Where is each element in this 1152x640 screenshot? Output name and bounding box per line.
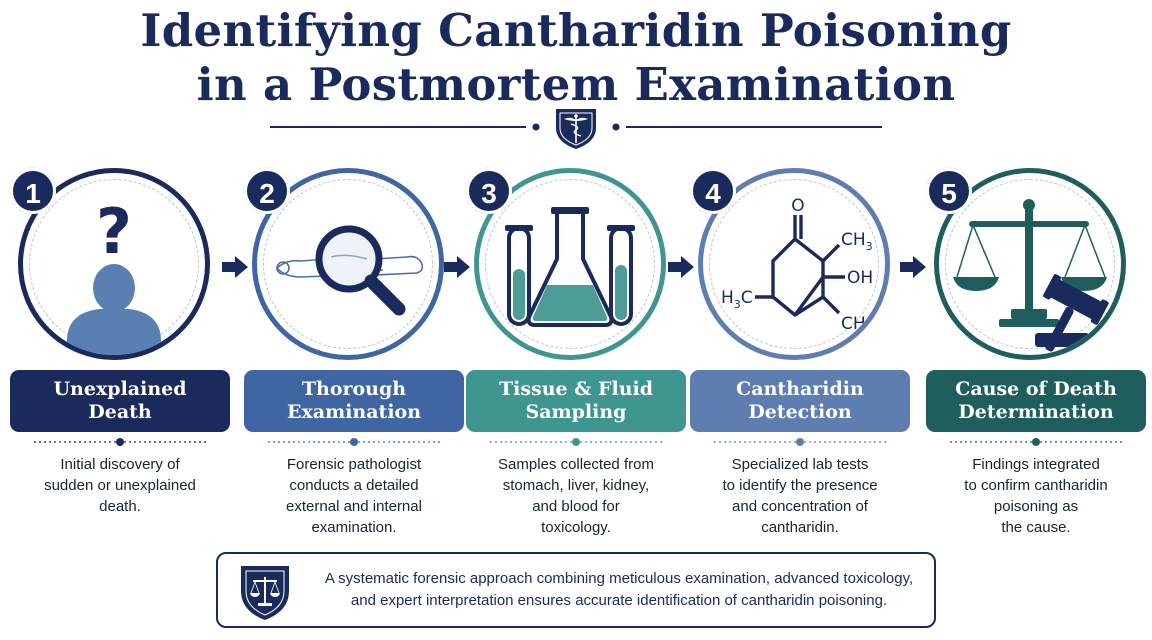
- arrow-right-icon: [666, 254, 696, 280]
- step-1-label-line-1: Unexplained: [53, 378, 187, 400]
- step-4-number: 4: [690, 168, 736, 214]
- step-4-label: Cantharidin Detection: [690, 370, 910, 432]
- step-5-description: Findings integrated to confirm cantharid…: [926, 454, 1146, 538]
- step-3-description: Samples collected from stomach, liver, k…: [466, 454, 686, 538]
- svg-text:?: ?: [96, 195, 132, 268]
- step-5-label: Cause of Death Determination: [926, 370, 1146, 432]
- step-5-desc-line: poisoning as: [993, 498, 1079, 515]
- step-1-number: 1: [10, 168, 56, 214]
- step-4-desc-line: Specialized lab tests: [731, 456, 869, 473]
- scales-gavel-icon: [953, 199, 1109, 352]
- step-2-desc-line: Forensic pathologist: [286, 456, 422, 473]
- step-2-desc-line: external and internal: [286, 498, 422, 515]
- step-2-desc-line: conducts a detailed: [289, 477, 419, 494]
- molecule-oxygen-label: O: [791, 196, 804, 216]
- step-5: 5 Cause of Death Determination Findings …: [926, 168, 1146, 548]
- molecule-ch3-top-label: CH3: [841, 230, 873, 253]
- step-2-label: Thorough Examination: [244, 370, 464, 432]
- chemical-structure-icon: O CH3 OH H3C CH3: [721, 196, 873, 337]
- step-5-desc-line: to confirm cantharidin: [964, 477, 1108, 494]
- step-2-description: Forensic pathologist conducts a detailed…: [244, 454, 464, 538]
- step-4: O CH3 OH H3C CH3 4 Cantharidin Detection…: [690, 168, 910, 548]
- step-4-dotted-rule: [714, 438, 886, 446]
- summary-line-2: and expert interpretation ensures accura…: [350, 592, 888, 609]
- step-1: ? 1 Unexplained Death Initial discovery …: [10, 168, 230, 548]
- title-divider: [270, 109, 882, 149]
- lab-flask-tubes-icon: [505, 207, 635, 327]
- summary-line-1: A systematic forensic approach combining…: [324, 570, 914, 587]
- step-5-number: 5: [926, 168, 972, 214]
- step-4-label-line-1: Cantharidin: [736, 378, 864, 400]
- molecule-h3c-label: H3C: [721, 288, 753, 311]
- step-5-desc-line: the cause.: [1001, 519, 1071, 536]
- arrow-right-icon: [220, 254, 250, 280]
- step-3-label-line-1: Tissue & Fluid: [498, 378, 654, 400]
- step-1-label-line-2: Death: [88, 401, 152, 423]
- step-3-desc-line: Samples collected from: [498, 456, 654, 473]
- step-2-desc-line: examination.: [311, 519, 397, 536]
- page-title: Identifying Cantharidin Poisoning in a P…: [0, 4, 1152, 112]
- title-line-1: Identifying Cantharidin Poisoning: [140, 4, 1012, 57]
- step-3-desc-line: stomach, liver, kidney,: [502, 477, 650, 494]
- step-1-desc-line: sudden or unexplained: [44, 477, 196, 494]
- question-person-icon: ?: [67, 195, 161, 355]
- step-5-label-line-2: Determination: [958, 401, 1114, 423]
- step-2-label-line-2: Examination: [286, 401, 422, 423]
- step-1-desc-line: Initial discovery of: [60, 456, 180, 473]
- step-4-desc-line: to identify the presence: [722, 477, 878, 494]
- step-5-dotted-rule: [950, 438, 1122, 446]
- step-4-label-line-2: Detection: [748, 401, 852, 423]
- arrow-right-icon: [898, 254, 928, 280]
- step-2-number: 2: [244, 168, 290, 214]
- arrow-right-icon: [442, 254, 472, 280]
- step-1-description: Initial discovery of sudden or unexplain…: [10, 454, 230, 517]
- step-4-desc-line: and concentration of: [732, 498, 868, 515]
- step-4-desc-line: cantharidin.: [761, 519, 839, 536]
- justice-shield-icon: [241, 566, 289, 620]
- step-5-desc-line: Findings integrated: [972, 456, 1100, 473]
- step-2-dotted-rule: [268, 438, 440, 446]
- step-2: 2 Thorough Examination Forensic patholog…: [244, 168, 464, 548]
- summary-text: A systematic forensic approach combining…: [314, 568, 924, 612]
- step-3-desc-line: toxicology.: [541, 519, 611, 536]
- step-1-dotted-rule: [34, 438, 206, 446]
- step-1-desc-line: death.: [99, 498, 141, 515]
- step-3-label-line-2: Sampling: [525, 401, 627, 423]
- molecule-oh-label: OH: [847, 268, 873, 288]
- step-2-label-line-1: Thorough: [301, 378, 407, 400]
- magnifier-body-icon: [275, 225, 424, 316]
- step-4-circle: O CH3 OH H3C CH3: [698, 168, 890, 360]
- step-3: 3 Tissue & Fluid Sampling Samples collec…: [466, 168, 686, 548]
- title-line-2: in a Postmortem Examination: [196, 58, 956, 111]
- step-4-description: Specialized lab tests to identify the pr…: [690, 454, 910, 538]
- step-1-label: Unexplained Death: [10, 370, 230, 432]
- step-5-label-line-1: Cause of Death: [955, 378, 1117, 400]
- step-3-number: 3: [466, 168, 512, 214]
- step-3-dotted-rule: [490, 438, 662, 446]
- summary-box: A systematic forensic approach combining…: [216, 552, 936, 628]
- molecule-ch3-bottom-label: CH3: [841, 314, 873, 337]
- caduceus-shield-icon: [556, 109, 596, 149]
- step-3-label: Tissue & Fluid Sampling: [466, 370, 686, 432]
- step-3-desc-line: and blood for: [532, 498, 620, 515]
